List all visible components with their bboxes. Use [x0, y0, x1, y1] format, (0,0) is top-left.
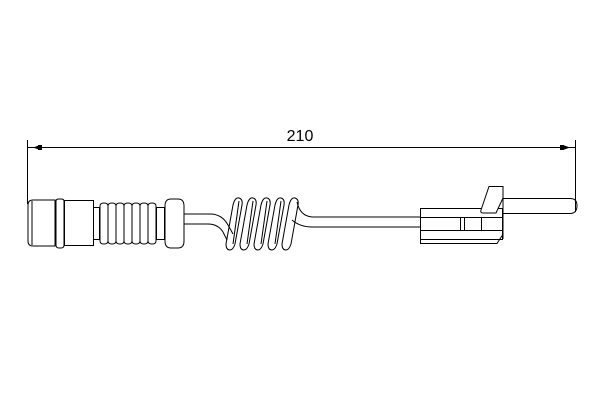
dimension-annotation [27, 140, 576, 212]
left-arrow-tail-icon [38, 145, 42, 150]
cable [184, 213, 234, 241]
right-arrow-icon [563, 145, 570, 150]
corrugated-boot [99, 198, 185, 249]
plug-connector [27, 198, 100, 249]
coiled-cable [225, 197, 299, 251]
dimension-label: 210 [286, 128, 314, 145]
right-arrow-tail-icon [560, 145, 564, 150]
sensor-pin [503, 198, 578, 214]
sensor-housing [420, 186, 504, 244]
cable-to-sensor [291, 201, 420, 228]
